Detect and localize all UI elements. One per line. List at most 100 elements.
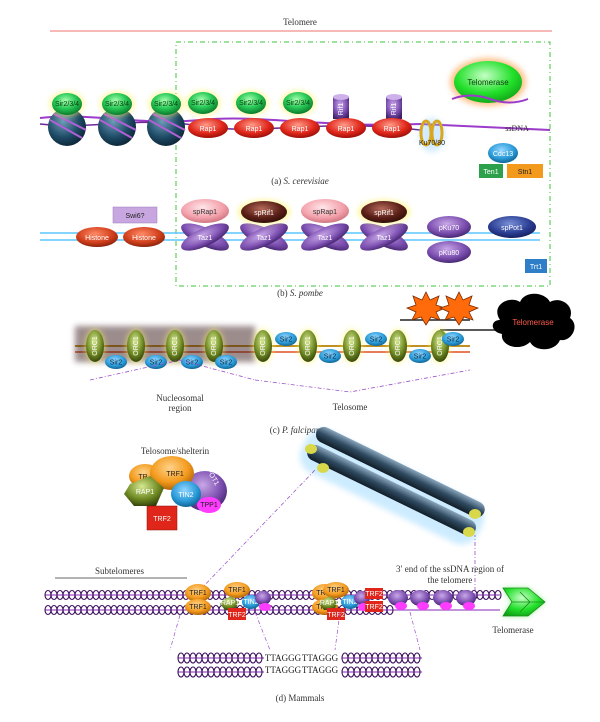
svg-text:TRF2: TRF2 <box>327 612 345 619</box>
caption-d: (d) Mammals <box>276 693 325 703</box>
seq-bottom-1: TTAGGG <box>265 665 302 675</box>
pku-complex: pKu70 pKu80 <box>427 216 471 263</box>
svg-text:TRF2: TRF2 <box>365 604 383 611</box>
svg-text:Sir2: Sir2 <box>370 337 383 344</box>
caption-c: (c) P. falciparum <box>270 425 331 435</box>
cst-complex: Ten1 Stn1 Cdc13 <box>479 143 543 178</box>
svg-text:TRF2: TRF2 <box>365 591 383 598</box>
ssdna-label: ssDNA <box>505 124 529 133</box>
sir-complex: Sir2/3/4 <box>100 92 134 116</box>
svg-text:Stn1: Stn1 <box>518 169 533 176</box>
ssdna-label-1: 3′ end of the ssDNA region of <box>396 564 504 574</box>
orc1-protein: ORC1 <box>388 329 408 363</box>
taz1-protein: Taz1 <box>240 223 288 251</box>
svg-text:ORC1: ORC1 <box>92 336 99 356</box>
svg-text:Ten1: Ten1 <box>483 169 498 176</box>
svg-text:Rif1: Rif1 <box>338 103 345 116</box>
svg-text:Rap1: Rap1 <box>200 126 217 133</box>
svg-text:Rap1: Rap1 <box>384 126 401 133</box>
taz1-protein: Taz1 <box>181 223 229 251</box>
svg-text:TIN2: TIN2 <box>178 492 193 499</box>
svg-text:Sir2/3/4: Sir2/3/4 <box>191 100 215 107</box>
helix-zoom <box>341 652 422 678</box>
orc1-protein: ORC1 <box>165 329 185 363</box>
sir2-protein: Sir2 <box>181 355 203 369</box>
svg-text:TR: TR <box>138 474 147 481</box>
svg-text:TIN2: TIN2 <box>243 599 258 606</box>
svg-text:pKu80: pKu80 <box>439 250 459 257</box>
svg-text:ORC1: ORC1 <box>211 336 218 356</box>
svg-text:Histone: Histone <box>132 235 156 242</box>
sir-complex: Sir2/3/4 <box>149 92 183 116</box>
nucleosome <box>147 108 186 146</box>
sprap1-protein: spRap1 <box>181 199 229 223</box>
sir-complex: Sir2/3/4 <box>186 91 220 115</box>
svg-text:ORC1: ORC1 <box>395 336 402 356</box>
pot1-protein <box>388 590 408 610</box>
svg-text:Trt1: Trt1 <box>530 264 542 271</box>
ku70-80-complex: Ku70/80 <box>419 118 445 152</box>
shelterin-complex: TR POT1 TRF1 RAP1 TPP1 TIN2 TRF2 <box>124 456 227 531</box>
svg-text:ORC1: ORC1 <box>133 336 140 356</box>
sprap1-protein: spRap1 <box>301 199 349 223</box>
taz1-protein: Taz1 <box>301 223 349 251</box>
helix-turn <box>494 589 502 601</box>
burst-protein <box>438 291 480 326</box>
projection-line <box>199 469 316 591</box>
svg-text:spRif1: spRif1 <box>254 210 274 217</box>
seq-top-2: TTAGGG <box>302 653 339 663</box>
rif1-protein: Rif1 <box>386 94 402 119</box>
helix-zoom <box>177 652 264 678</box>
helix-row <box>44 589 502 616</box>
shelterin-title: Telosome/shelterin <box>141 446 210 456</box>
svg-text:ORC1: ORC1 <box>305 336 312 356</box>
rif1-protein: Rif1 <box>333 94 349 119</box>
telomere-region-box <box>175 41 551 287</box>
sir2-protein: Sir2 <box>145 355 167 369</box>
svg-text:Rap1: Rap1 <box>292 126 309 133</box>
rap1-protein: Rap1 <box>234 118 274 138</box>
svg-text:TRF2: TRF2 <box>228 612 246 619</box>
orc1-protein: ORC1 <box>253 329 273 363</box>
svg-text:Sir2: Sir2 <box>150 360 163 367</box>
sir2-protein: Sir2 <box>275 332 297 346</box>
svg-text:Histone: Histone <box>85 235 109 242</box>
panel-a: Sir2/3/4 Sir2/3/4 Sir2/3/4 Sir2/3/4 Sir2… <box>39 58 551 186</box>
svg-text:RAP1: RAP1 <box>320 600 338 607</box>
sprif1-protein: spRif1 <box>238 200 290 224</box>
svg-text:spRif1: spRif1 <box>374 210 394 217</box>
svg-text:Sir2: Sir2 <box>324 354 337 361</box>
burst-protein <box>405 291 447 326</box>
rap1-protein: Rap1 <box>188 118 228 138</box>
telosome-bracket <box>254 369 471 393</box>
zoom-lines <box>169 611 421 651</box>
svg-text:ORC1: ORC1 <box>260 336 267 356</box>
svg-text:Rap1: Rap1 <box>338 126 355 133</box>
swi6-protein: Swi6? <box>112 206 158 224</box>
svg-text:TRF1: TRF1 <box>166 471 184 478</box>
telomerase-a: Telomerase <box>450 58 529 106</box>
svg-text:Telomerase: Telomerase <box>512 318 554 327</box>
svg-text:Sir2: Sir2 <box>220 360 233 367</box>
svg-text:Sir2/3/4: Sir2/3/4 <box>55 101 79 108</box>
svg-text:TPP1: TPP1 <box>200 502 218 509</box>
svg-text:Taz1: Taz1 <box>257 235 272 242</box>
svg-text:TRF1: TRF1 <box>189 604 207 611</box>
helix-bottom <box>177 652 422 678</box>
svg-text:Cdc13: Cdc13 <box>493 151 513 158</box>
orc1-protein: ORC1 <box>298 329 318 363</box>
caption-b: (b) S. pombe <box>277 288 323 298</box>
svg-text:Sir2/3/4: Sir2/3/4 <box>239 100 263 107</box>
svg-text:Ku70/80: Ku70/80 <box>419 140 445 147</box>
svg-text:spRap1: spRap1 <box>193 209 217 216</box>
svg-text:Taz1: Taz1 <box>318 235 333 242</box>
rap1-protein: Rap1 <box>280 118 320 138</box>
telomerase-c: Telomerase <box>492 293 575 350</box>
svg-text:Sir2: Sir2 <box>186 360 199 367</box>
svg-text:TIN2: TIN2 <box>342 599 357 606</box>
seq-top-1: TTAGGG <box>265 653 302 663</box>
